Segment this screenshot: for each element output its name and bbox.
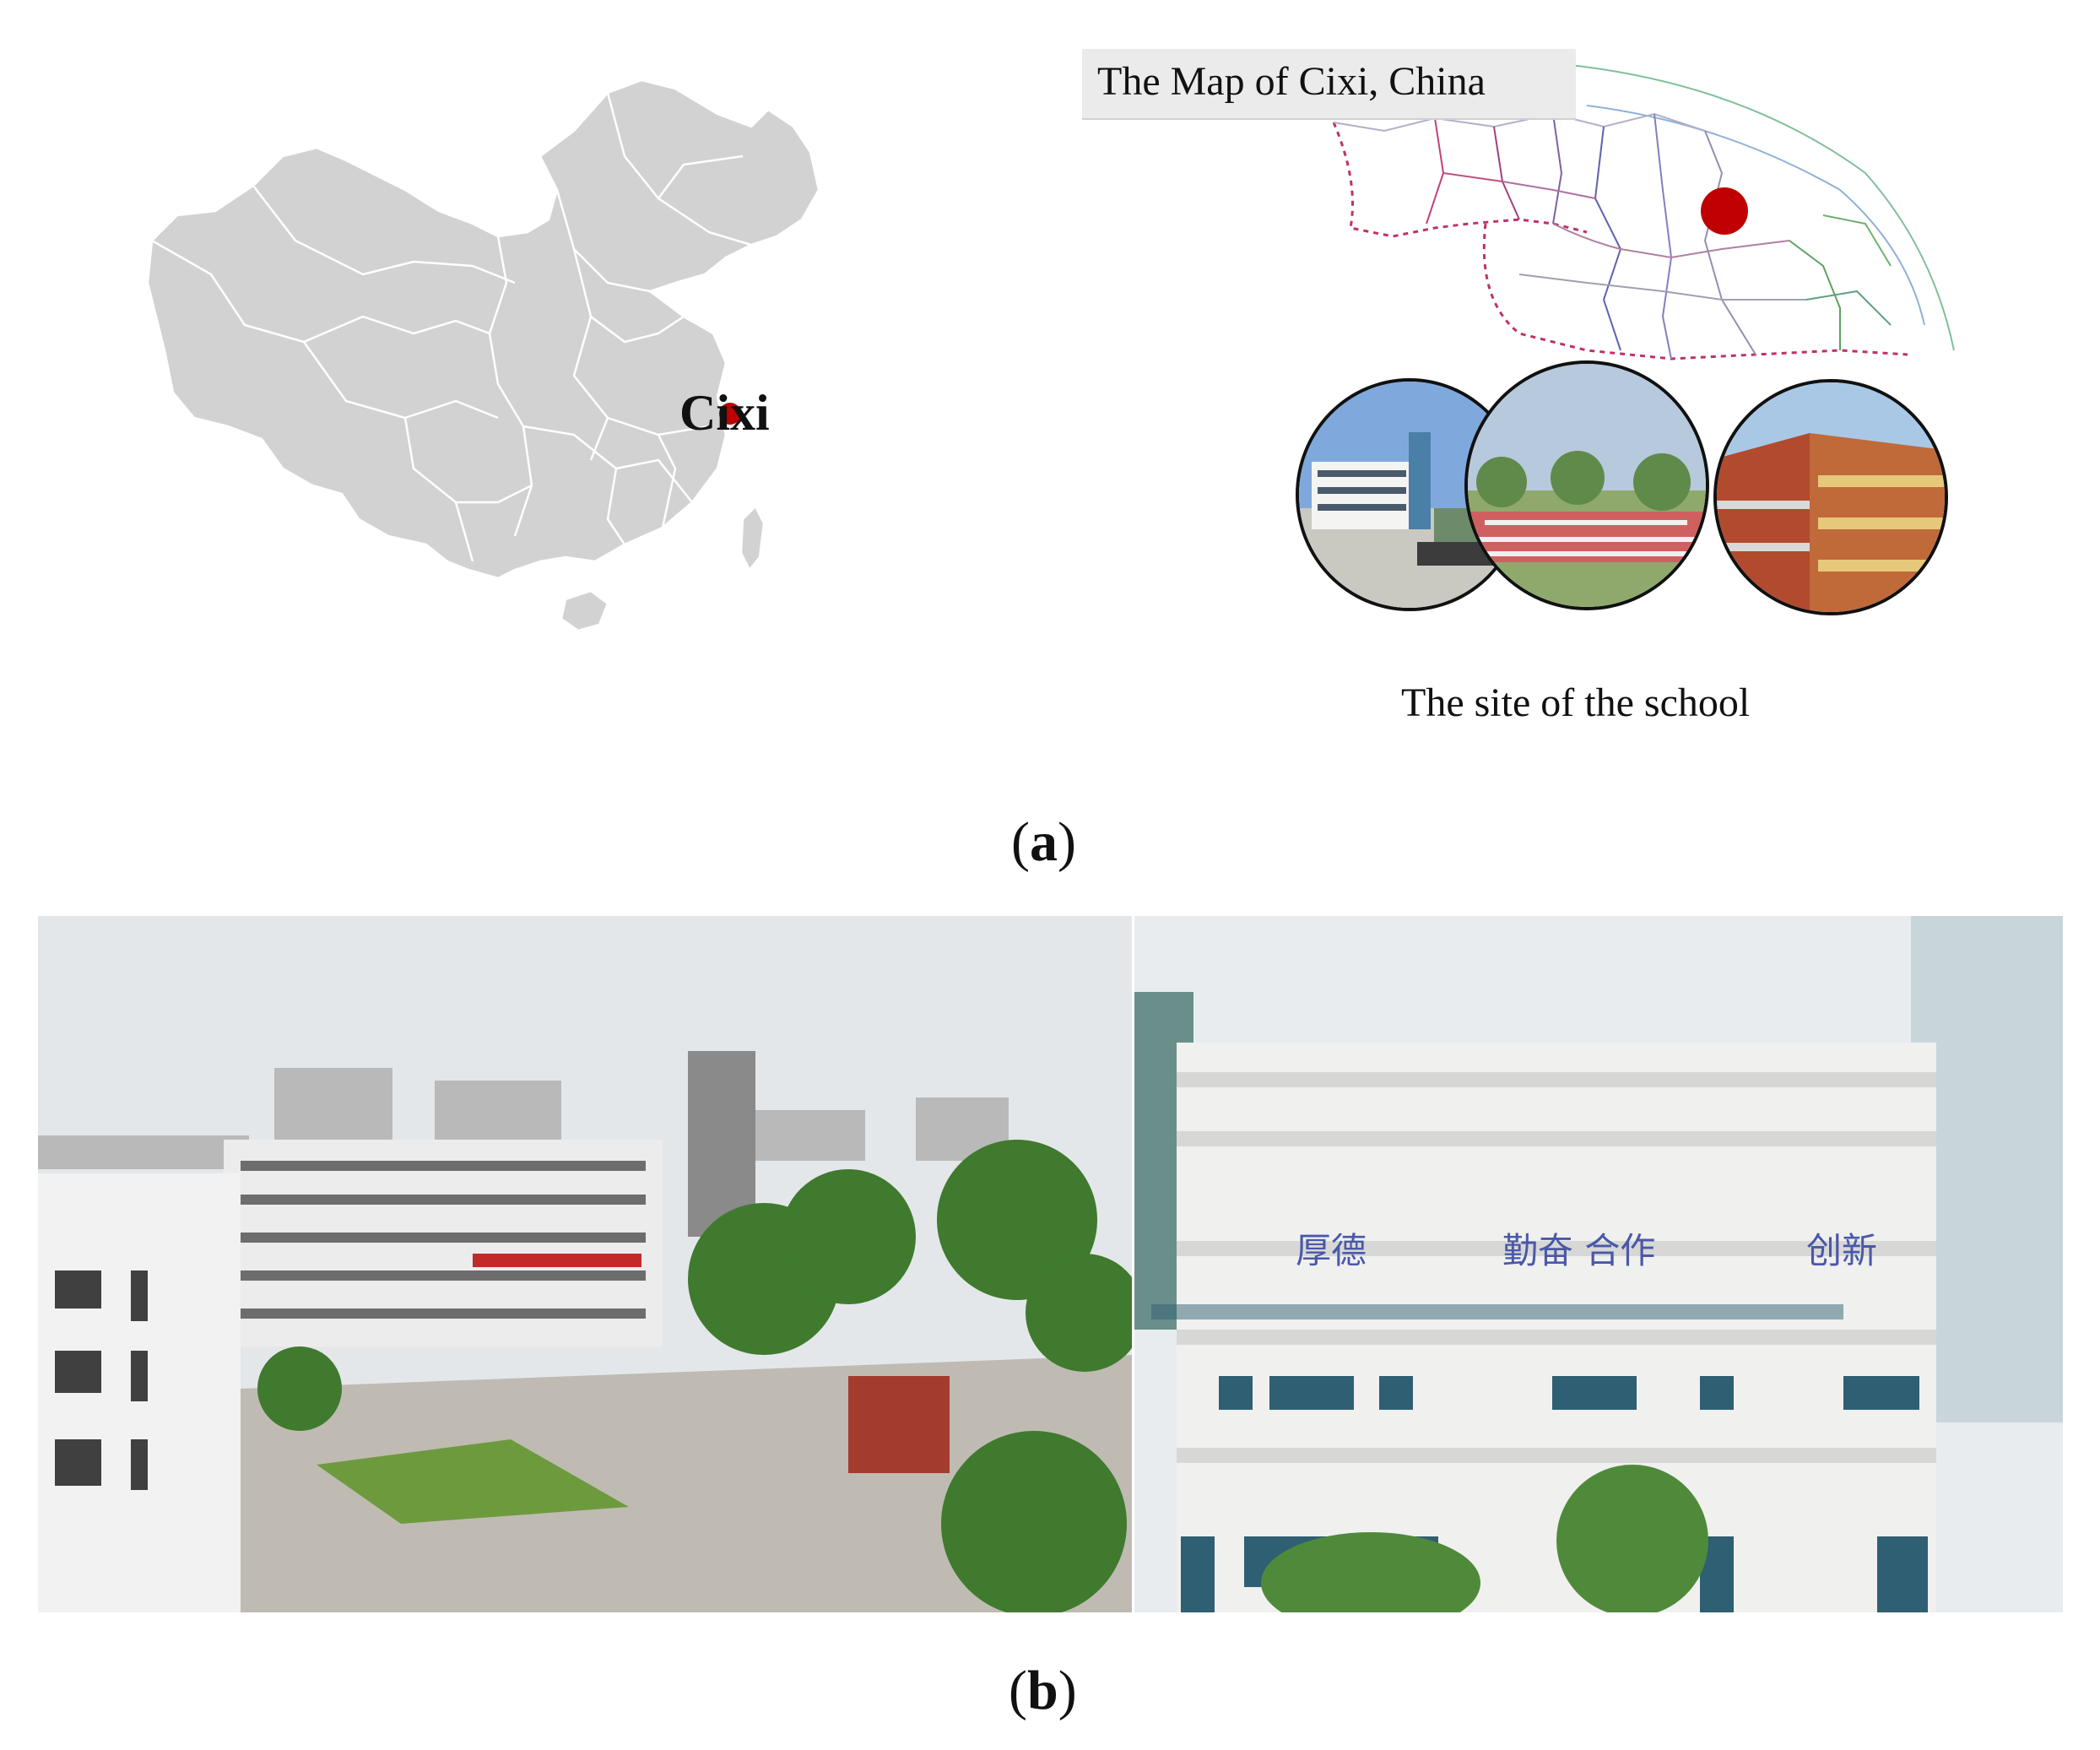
campus-overview-photo	[38, 916, 1132, 1612]
school-photo-circle-playground	[1464, 360, 1709, 610]
cixi-label: Cixi	[679, 385, 770, 441]
panel-label-a: (a)	[1011, 811, 1076, 873]
teaching-building-photo	[1134, 916, 2063, 1612]
map-title: The Map of Cixi, China	[1097, 59, 1486, 104]
slogan-part-3: 创新	[1806, 1230, 1878, 1271]
map-title-background	[1082, 49, 1576, 120]
slogan-part-1: 厚德	[1296, 1230, 1367, 1271]
china-outline-map	[146, 79, 820, 632]
school-photo-circle-red-building	[1713, 379, 1948, 615]
panel-letter-a: a	[1029, 811, 1058, 873]
school-site-marker	[1701, 187, 1748, 235]
cixi-district-map	[1332, 62, 1955, 360]
taiwan-island	[739, 505, 766, 572]
slogan-part-2: 勤奋 合作	[1502, 1230, 1656, 1271]
cixi-marker	[719, 403, 741, 425]
school-site-caption: The site of the school	[1401, 680, 1751, 725]
hainan-island	[560, 589, 609, 632]
china-mainland	[146, 79, 820, 580]
panel-label-b: (b)	[1009, 1660, 1077, 1721]
building-slogan: 厚德 勤奋 合作 创新	[1296, 1216, 1920, 1275]
panel-letter-b: b	[1026, 1660, 1058, 1721]
